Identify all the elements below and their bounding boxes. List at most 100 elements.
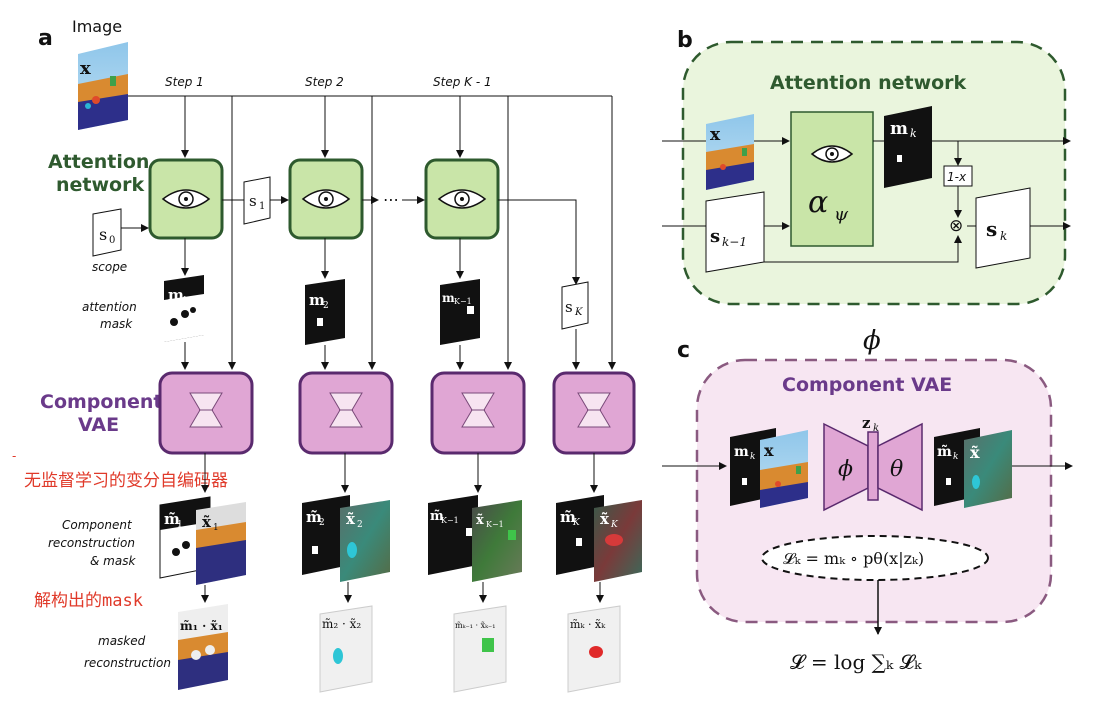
- svg-text:1: 1: [177, 520, 183, 530]
- svg-text:m: m: [890, 119, 908, 139]
- svg-text:m̃₂ · x̃₂: m̃₂ · x̃₂: [322, 617, 361, 631]
- svg-text:ψ: ψ: [834, 204, 849, 225]
- recon-pair-1: m̃ 1 x̃ 1: [159, 496, 246, 585]
- svg-text:s: s: [565, 298, 573, 316]
- svg-text:s: s: [710, 226, 720, 247]
- svg-text:K−1: K−1: [454, 297, 472, 306]
- mask-out-b: m k: [884, 106, 932, 188]
- svg-text:m̃: m̃: [560, 508, 576, 526]
- eye-icon: [437, 189, 487, 209]
- eye-icon: [161, 189, 211, 209]
- step-2-label: Step 2: [305, 75, 344, 89]
- svg-text:m̃ₖ · x̃ₖ: m̃ₖ · x̃ₖ: [570, 618, 606, 631]
- scope-label: scope: [92, 260, 127, 274]
- svg-text:k: k: [750, 452, 755, 462]
- annotation-mask-note: 解构出的mask: [34, 591, 143, 611]
- svg-text:K−1: K−1: [441, 516, 459, 525]
- attention-mask-k-1: m K−1: [440, 279, 480, 345]
- annotation-vae-note: 无监督学习的变分自编码器: [24, 471, 228, 491]
- panel-b-label: b: [677, 28, 693, 53]
- attention-net-b: α ψ: [790, 111, 874, 247]
- svg-text:m̃₁ · x̃₁: m̃₁ · x̃₁: [180, 619, 223, 633]
- svg-text:k: k: [953, 452, 958, 462]
- step-k-1-label: Step K - 1: [433, 75, 492, 89]
- svg-text:m̃: m̃: [164, 510, 180, 528]
- masked-recon-1: m̃₁ · x̃₁: [178, 604, 228, 690]
- x-symbol: x: [80, 58, 91, 79]
- one-minus-x: 1-x: [947, 170, 967, 184]
- svg-text:m: m: [734, 444, 749, 460]
- image-in-c: x: [760, 430, 808, 508]
- phi-icon: ϕ: [838, 457, 853, 482]
- attention-network-panel: [681, 40, 1067, 306]
- svg-text:2: 2: [323, 301, 329, 311]
- svg-text:K: K: [572, 518, 581, 528]
- loss-total-formula: 𝓛 = log ∑ₖ 𝓛ₖ: [790, 650, 922, 674]
- svg-text:s: s: [986, 217, 997, 241]
- svg-text:s: s: [99, 225, 107, 244]
- recon-pair-k: m̃ K x̃ K: [556, 495, 642, 582]
- svg-text:m: m: [442, 291, 455, 305]
- eye-icon: [301, 189, 351, 209]
- svg-text:K: K: [610, 520, 619, 530]
- svg-text:m̃ₖ₋₁ · x̃ₖ₋₁: m̃ₖ₋₁ · x̃ₖ₋₁: [455, 621, 495, 630]
- svg-text:K: K: [574, 307, 583, 318]
- svg-text:-: -: [12, 449, 16, 463]
- loss-k-formula: 𝓛ₖ = mₖ ∘ pθ(x|zₖ): [783, 549, 924, 568]
- svg-text:m̃: m̃: [306, 508, 322, 526]
- otimes-icon: ⊗: [949, 216, 963, 236]
- loss-k-ellipse: [761, 535, 989, 581]
- svg-text:s: s: [249, 192, 257, 210]
- input-image: x: [78, 42, 128, 130]
- attention-mask-label-1: attention: [82, 300, 137, 314]
- scope-out-b: s k: [975, 187, 1031, 269]
- attention-network-title: Attention network: [770, 72, 967, 94]
- svg-text:k: k: [1000, 229, 1007, 243]
- svg-text:m: m: [168, 286, 184, 304]
- svg-text:0: 0: [109, 235, 115, 246]
- svg-text:1: 1: [259, 201, 265, 212]
- attention-network-label-2: network: [56, 174, 144, 196]
- image-label: Image: [72, 17, 122, 36]
- phi-symbol: ϕ: [863, 326, 881, 356]
- recon-pair-2: m̃ 2 x̃ 2: [302, 495, 390, 582]
- recon-pair-k-1: m̃ K−1 x̃ K−1: [428, 495, 522, 582]
- input-image-b: x: [706, 114, 754, 190]
- attention-network-label-1: Attention: [48, 151, 149, 173]
- svg-text:α: α: [808, 185, 828, 220]
- svg-text:K−1: K−1: [486, 520, 504, 529]
- svg-text:x̃: x̃: [202, 513, 212, 531]
- svg-text:m̃: m̃: [937, 443, 952, 460]
- masked-recon-k-1: m̃ₖ₋₁ · x̃ₖ₋₁: [453, 605, 507, 693]
- svg-text:x: x: [764, 441, 774, 460]
- scope-s0: s 0: [92, 208, 122, 257]
- masked-recon-label-1: masked: [98, 634, 146, 648]
- scope-in-b: s k−1: [705, 191, 765, 273]
- attention-mask-1: m 1: [164, 275, 204, 342]
- component-vae-k-1: [430, 371, 526, 455]
- theta-icon: θ: [890, 457, 903, 482]
- component-vae-label-1: Component: [40, 391, 162, 413]
- component-vae-k: [552, 371, 636, 455]
- image-out-c: x̃: [964, 430, 1012, 508]
- component-vae-1: [158, 371, 254, 455]
- step-1-label: Step 1: [165, 75, 204, 89]
- svg-text:z: z: [862, 414, 871, 432]
- masked-recon-2: m̃₂ · x̃₂: [319, 605, 373, 693]
- svg-text:m̃: m̃: [430, 509, 444, 524]
- svg-text:m: m: [309, 291, 325, 309]
- svg-text:x̃: x̃: [476, 513, 484, 528]
- component-vae-title: Component VAE: [782, 374, 952, 396]
- svg-text:k−1: k−1: [722, 235, 747, 249]
- masked-recon-label-2: reconstruction: [84, 656, 171, 670]
- svg-text:x̃: x̃: [970, 443, 980, 462]
- attention-mask-label-2: mask: [100, 317, 133, 331]
- svg-text:k: k: [873, 423, 879, 434]
- svg-text:1: 1: [213, 523, 219, 533]
- component-recon-label-2: reconstruction: [48, 536, 135, 550]
- scope-s1: s 1: [243, 176, 271, 225]
- component-recon-label-3: & mask: [90, 554, 136, 568]
- vae-encoder-decoder: ϕ θ z k: [823, 414, 923, 512]
